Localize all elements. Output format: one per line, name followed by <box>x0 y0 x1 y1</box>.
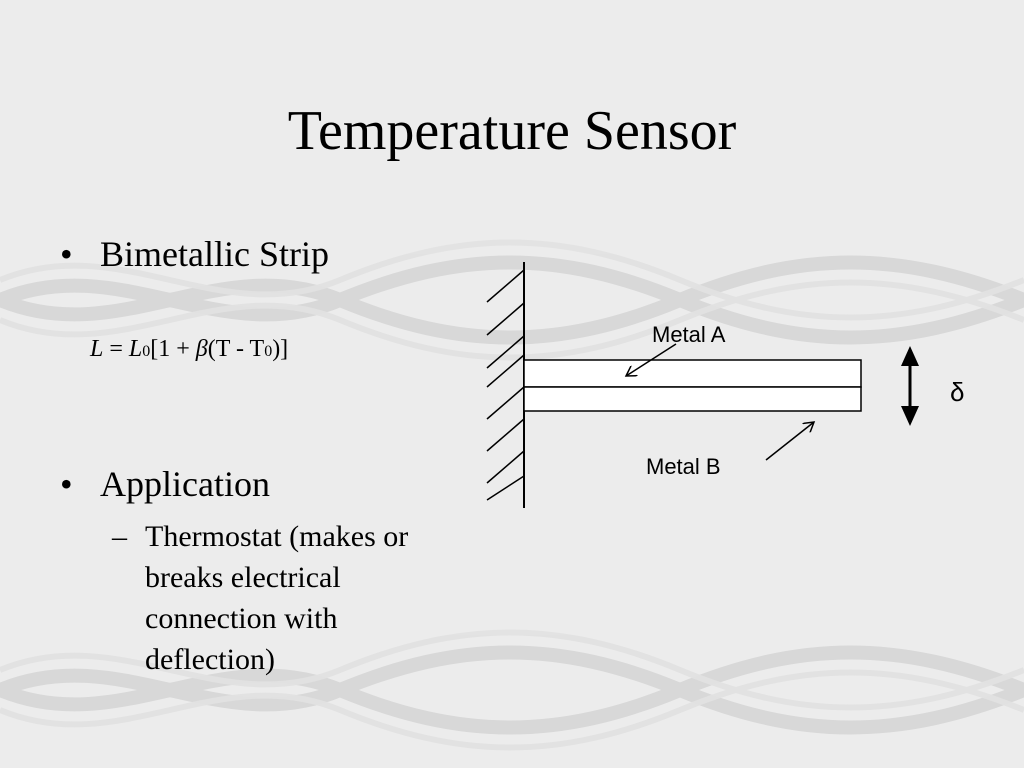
bullet-marker: • <box>60 234 73 274</box>
formula-paren: (T - T <box>207 336 265 362</box>
length-formula: L = L0[1 + β(T - T0)] <box>90 334 288 367</box>
bullet-application: • Application <box>60 462 270 506</box>
metal-a-layer <box>523 359 862 388</box>
bullet-text: Bimetallic Strip <box>100 234 329 274</box>
metal-b-arrow <box>765 422 814 461</box>
formula-open: [1 + <box>150 336 196 362</box>
formula-l: L <box>90 336 104 362</box>
formula-close: )] <box>272 336 289 362</box>
deflection-arrow <box>901 346 919 426</box>
sub-bullet-text: Thermostat (makes or breaks electrical c… <box>145 520 409 676</box>
metal-a-label: Metal A <box>652 322 726 347</box>
slide-title: Temperature Sensor <box>287 100 737 162</box>
formula-beta: β <box>195 336 208 362</box>
metal-b-label: Metal B <box>646 454 721 479</box>
formula-l0-sub: 0 <box>142 343 151 360</box>
formula-l0: L <box>128 336 143 362</box>
bullet-bimetallic-strip: • Bimetallic Strip <box>60 232 329 276</box>
deflection-label: δ <box>950 377 964 407</box>
sub-bullet-thermostat: – Thermostat (makes or breaks electrical… <box>112 516 452 680</box>
fixed-wall <box>486 262 525 508</box>
formula-t0-sub: 0 <box>264 343 273 360</box>
metal-b-layer <box>523 386 862 412</box>
bullet-marker: • <box>60 464 73 504</box>
sub-bullet-marker: – <box>112 520 127 553</box>
bullet-text: Application <box>100 464 270 504</box>
formula-equals: = <box>103 336 129 362</box>
metal-a-arrow <box>626 343 677 376</box>
